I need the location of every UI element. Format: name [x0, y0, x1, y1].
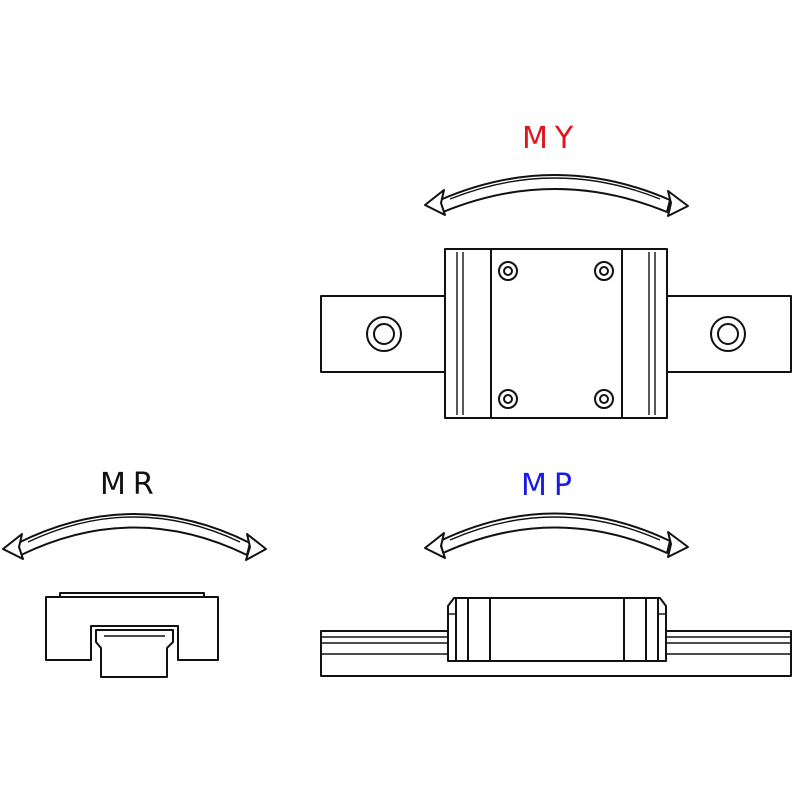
roll-moment-label: MR: [100, 467, 161, 502]
yaw-moment-arrow: [424, 174, 689, 217]
block-bolt-holes: [498, 261, 614, 409]
pitch-moment-arrow: [424, 512, 689, 559]
roll-end-view: [45, 592, 219, 678]
pitch-moment-group: MP: [320, 468, 792, 677]
pitch-side-view: [320, 597, 792, 677]
rail-mount-hole-left: [366, 316, 402, 352]
block-end: [45, 596, 219, 661]
yaw-moment-label: MY: [522, 121, 580, 156]
roll-moment-group: MR: [2, 467, 267, 678]
rail-mount-hole-right: [710, 316, 746, 352]
yaw-block-top-view: [444, 248, 668, 419]
block-side: [447, 597, 667, 662]
roll-moment-arrow: [2, 513, 267, 561]
rail-end: [95, 629, 174, 678]
yaw-moment-group: MY: [320, 121, 792, 419]
pitch-moment-label: MP: [521, 468, 579, 503]
